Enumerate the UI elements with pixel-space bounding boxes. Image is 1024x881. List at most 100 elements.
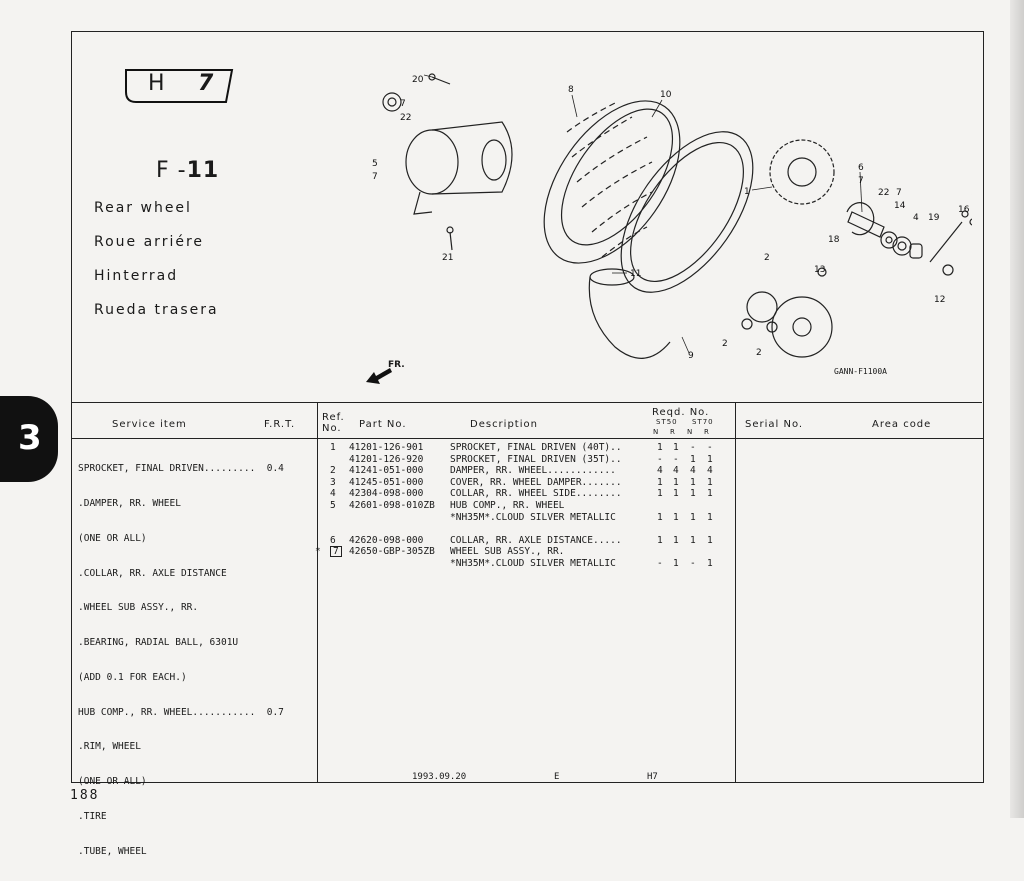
part-description: DAMPER, RR. WHEEL............ xyxy=(450,465,616,477)
callout-7d: 7 xyxy=(896,188,902,198)
callout-16: 16 xyxy=(958,205,970,215)
part-qty: 1 xyxy=(673,511,679,523)
callout-13a: 13 xyxy=(814,265,825,275)
service-item: HUB COMP., RR. WHEEL........... 0.7 xyxy=(78,706,284,718)
footer-date: 1993.09.20 xyxy=(412,772,467,782)
part-description: SPROCKET, FINAL DRIVEN (35T).. xyxy=(450,453,622,465)
part-description: WHEEL SUB ASSY., RR. xyxy=(450,546,565,558)
title-spanish: Rueda trasera xyxy=(94,302,219,318)
catalog-frame: H 7 F -11 Rear wheel Roue arriére Hinter… xyxy=(71,31,984,857)
hdr-area-code: Area code xyxy=(872,419,932,430)
figure-prefix: F - xyxy=(156,158,187,183)
service-item: SPROCKET, FINAL DRIVEN......... 0.4 xyxy=(78,463,284,475)
title-french: Roue arriére xyxy=(94,234,205,250)
front-label: FR. xyxy=(388,360,405,370)
part-description: *NH35M*.CLOUD SILVER METALLIC xyxy=(450,511,616,523)
chapter-number: 3 xyxy=(18,418,42,458)
part-qty: - xyxy=(657,453,663,465)
part-qty: 1 xyxy=(707,558,713,569)
hdr-sub-r1: R xyxy=(670,428,676,436)
part-qty: 1 xyxy=(707,534,713,546)
callout-21: 21 xyxy=(442,253,453,263)
callout-7b: 7 xyxy=(372,172,378,182)
chapter-tab: 3 xyxy=(0,396,58,482)
part-qty: 4 xyxy=(707,465,713,477)
hdr-st70: ST70 xyxy=(692,418,714,426)
part-number: 42601-098-010ZB xyxy=(349,500,435,511)
part-mark: * xyxy=(315,546,321,558)
callout-20: 20 xyxy=(412,75,424,85)
front-direction-arrow: FR. xyxy=(364,360,405,390)
hdr-st50: ST50 xyxy=(656,418,678,426)
callout-18: 18 xyxy=(828,235,840,245)
part-qty: 1 xyxy=(707,453,713,465)
callout-8: 8 xyxy=(568,85,574,95)
part-description: *NH35M*.CLOUD SILVER METALLIC xyxy=(450,558,616,569)
part-description: COVER, RR. WHEEL DAMPER....... xyxy=(450,476,622,488)
part-ref-no: 5 xyxy=(330,500,336,511)
part-qty: 1 xyxy=(707,511,713,523)
callout-19: 19 xyxy=(928,213,940,223)
footer-code: H7 xyxy=(647,772,658,782)
callout-4: 4 xyxy=(913,213,919,223)
hdr-serial-no: Serial No. xyxy=(745,419,804,430)
part-qty: 1 xyxy=(673,558,679,569)
figure-num: 11 xyxy=(186,158,220,183)
part-number: 42304-098-000 xyxy=(349,488,424,500)
title-german: Hinterrad xyxy=(94,268,179,284)
part-description: SPROCKET, FINAL DRIVEN (40T).. xyxy=(450,442,622,453)
part-ref-no: 4 xyxy=(330,488,336,500)
part-number: 42650-GBP-305ZB xyxy=(349,546,435,558)
part-qty: 4 xyxy=(657,465,663,477)
service-item: (ONE OR ALL) xyxy=(78,532,147,544)
callout-22b: 22 xyxy=(878,188,889,198)
diagram-code: GANN-F1100A xyxy=(834,367,887,376)
service-item: .WHEEL SUB ASSY., RR. xyxy=(78,602,199,614)
part-qty: 1 xyxy=(707,476,713,488)
part-qty: 4 xyxy=(690,465,696,477)
service-item: .TIRE xyxy=(78,811,107,822)
part-qty: - xyxy=(657,558,663,569)
footer-edition: E xyxy=(554,772,560,782)
hdr-sub-n1: N xyxy=(653,428,660,436)
part-ref-no: 6 xyxy=(330,534,336,546)
title-english: Rear wheel xyxy=(94,200,192,216)
callout-2c: 2 xyxy=(756,348,762,358)
part-number: 42620-098-000 xyxy=(349,534,424,546)
service-item: .BEARING, RADIAL BALL, 6301U xyxy=(78,637,239,649)
callout-22a: 22 xyxy=(400,113,411,123)
part-description: COLLAR, RR. AXLE DISTANCE..... xyxy=(450,534,622,546)
callout-12: 12 xyxy=(934,295,945,305)
part-qty: 1 xyxy=(690,476,696,488)
callout-10: 10 xyxy=(660,90,672,100)
col-divider-1 xyxy=(317,402,318,782)
page-number: 188 xyxy=(70,788,100,803)
page-edge-shadow xyxy=(1010,0,1024,818)
figure-number: F -11 xyxy=(156,158,219,183)
part-qty: 1 xyxy=(690,511,696,523)
illustration-panel: H 7 F -11 Rear wheel Roue arriére Hinter… xyxy=(72,32,982,403)
part-description: COLLAR, RR. WHEEL SIDE........ xyxy=(450,488,622,500)
part-description: HUB COMP., RR. WHEEL xyxy=(450,500,565,511)
hdr-ref-no: Ref. No. xyxy=(322,412,345,434)
exploded-wheel-diagram: 20 7 22 5 7 8 10 1 6 7 22 7 14 4 19 16 1… xyxy=(372,73,972,361)
hdr-frt: F.R.T. xyxy=(264,419,296,430)
service-item: .TUBE, WHEEL xyxy=(78,845,147,857)
service-item: .COLLAR, RR. AXLE DISTANCE xyxy=(78,567,227,579)
service-item: (ONE OR ALL) xyxy=(78,776,147,788)
section-code-left: H xyxy=(148,71,165,96)
part-qty: 1 xyxy=(657,511,663,523)
part-qty: 1 xyxy=(657,488,663,500)
callout-7a: 7 xyxy=(400,99,406,109)
part-ref-no: 2 xyxy=(330,465,336,477)
col-divider-2 xyxy=(735,402,736,782)
hdr-part-no: Part No. xyxy=(359,419,407,430)
part-number: 41245-051-000 xyxy=(349,476,424,488)
part-ref-no: 7 xyxy=(330,546,342,558)
service-item: .RIM, WHEEL xyxy=(78,741,141,753)
part-qty: 1 xyxy=(707,488,713,500)
callout-6: 6 xyxy=(858,163,864,173)
part-qty: 1 xyxy=(673,534,679,546)
hdr-service-item: Service item xyxy=(112,419,187,430)
part-qty: - xyxy=(673,453,679,465)
